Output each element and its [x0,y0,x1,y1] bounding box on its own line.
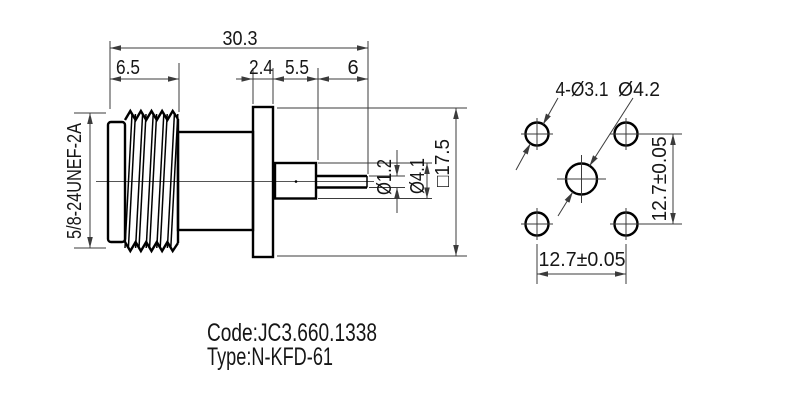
leader-lines [515,97,634,217]
flange-thickness-label: 2.4 [249,57,273,79]
thread-crest-top [123,108,180,123]
end-view: 4-Ø3.1 Ø4.2 12.7±0.05 12.7±0.05 [515,79,682,284]
insulator-length-label: 5.5 [285,57,309,79]
thread-crest-bottom [123,239,180,254]
mounting-holes-label: 4-Ø3.1 [556,79,609,101]
flange-square-label: □17.5 [432,139,454,187]
pin-length-label: 6 [347,57,358,79]
mounting-flange [251,105,275,259]
part-type: Type:N-KFD-61 [207,343,333,371]
part-code: Code:JC3.660.1338 [207,319,377,347]
insulator-center-mark [294,180,298,183]
title-block: Code:JC3.660.1338 Type:N-KFD-61 [207,319,377,371]
nut-length-label: 6.5 [116,57,140,79]
overall-length-label: 30.3 [223,28,258,50]
nut-end-cap [106,120,127,244]
leader-center-hole-lower [557,191,574,217]
leader-mounting-holes-lower [515,143,531,171]
end-dimension-lines [537,134,676,277]
insulator [273,161,318,200]
center-hole-label: Ø4.2 [618,79,660,101]
thread-spec-label: 5/8-24UNEF-2A [64,122,86,239]
leader-center-hole-upper [589,97,634,167]
hole-center-marks [521,118,642,240]
thread-helix-lines [124,113,179,249]
insulator-diameter-label: Ø4.1 [407,158,429,194]
pin-diameter-label: Ø1.2 [374,159,396,195]
leader-mounting-holes-upper [542,97,559,125]
end-extension-lines [536,133,682,284]
side-view: 30.3 6.5 2.4 5.5 6 5/8-24UNEF-2A Ø1.2 Ø4… [64,28,467,259]
side-dimension-lines [87,45,459,256]
hole-spacing-horizontal-label: 12.7±0.05 [539,249,626,271]
center-pin [316,174,368,189]
hole-spacing-vertical-label: 12.7±0.05 [649,137,671,222]
